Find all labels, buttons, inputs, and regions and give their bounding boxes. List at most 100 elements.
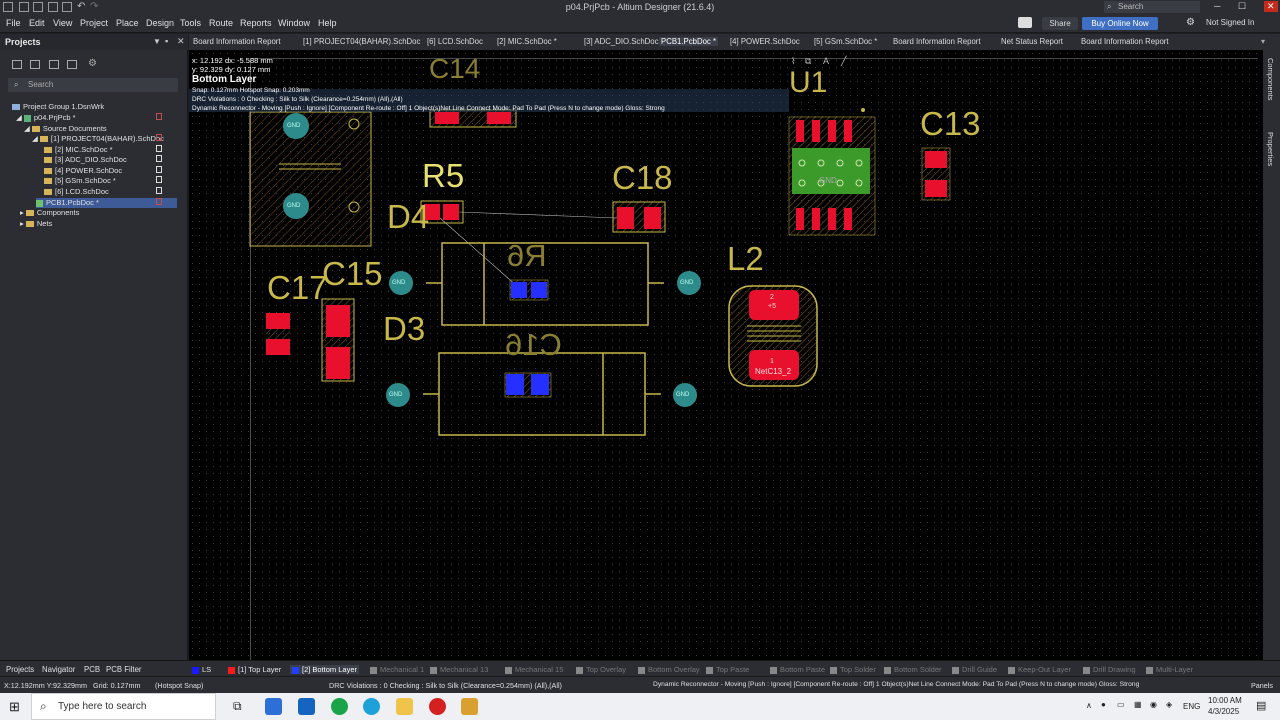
menu-file[interactable]: File bbox=[6, 18, 21, 28]
tab-gsm-schdoc[interactable]: [5] GSm.SchDoc * bbox=[814, 37, 878, 46]
layer-tab[interactable]: Top Solder bbox=[830, 665, 876, 674]
tab-power-schdoc[interactable]: [4] POWER.SchDoc bbox=[730, 37, 800, 46]
task-view-icon[interactable]: ⧉ bbox=[233, 699, 242, 713]
tab-project04-schdoc[interactable]: [1] PROJECT04(BAHAR).SchDoc bbox=[303, 37, 421, 46]
save-project-icon[interactable] bbox=[30, 60, 40, 69]
tree-doc[interactable]: [6] LCD.SchDoc bbox=[44, 187, 109, 197]
altium-icon[interactable] bbox=[461, 698, 478, 715]
footprint-c15[interactable] bbox=[321, 298, 355, 382]
taskbar-search-input[interactable]: ⌕ Type here to search bbox=[31, 693, 216, 720]
tab-navigator[interactable]: Navigator bbox=[42, 665, 76, 674]
close-button[interactable]: ✕ bbox=[1264, 1, 1278, 12]
designator-c14[interactable]: C14 bbox=[429, 53, 481, 84]
tab-mic-schdoc[interactable]: [2] MIC.SchDoc * bbox=[497, 37, 557, 46]
tab-lcd-schdoc[interactable]: [6] LCD.SchDoc bbox=[427, 37, 483, 46]
bus-route-icon[interactable]: ⧉ bbox=[805, 56, 812, 66]
tab-board-info-report[interactable]: Board Information Report bbox=[193, 37, 281, 46]
menu-project[interactable]: Project bbox=[80, 18, 109, 28]
layer-tab[interactable]: Drill Drawing bbox=[1083, 665, 1136, 674]
new-file-icon[interactable] bbox=[19, 2, 29, 12]
layer-tab[interactable]: Top Paste bbox=[706, 665, 749, 674]
chat-icon[interactable] bbox=[1018, 17, 1032, 28]
panel-menu-icon[interactable]: ▼ bbox=[153, 37, 161, 46]
expand-icon[interactable]: ◢ bbox=[16, 113, 22, 122]
gear-icon[interactable]: ⚙ bbox=[1186, 17, 1195, 28]
tab-net-status-report[interactable]: Net Status Report bbox=[1001, 37, 1063, 46]
tree-doc[interactable]: [4] POWER.SchDoc bbox=[44, 166, 122, 176]
global-search[interactable]: ⌕Search bbox=[1104, 1, 1200, 13]
mic-icon[interactable]: ● bbox=[1101, 700, 1106, 709]
tab-components-panel[interactable]: Components bbox=[1266, 58, 1275, 101]
panel-close-icon[interactable]: ✕ bbox=[177, 36, 185, 46]
tree-doc[interactable]: [2] MIC.SchDoc * bbox=[44, 145, 113, 155]
menu-help[interactable]: Help bbox=[318, 18, 337, 28]
open-icon[interactable] bbox=[62, 2, 72, 12]
redo-icon[interactable]: ↷ bbox=[90, 1, 99, 12]
tree-components[interactable]: ▸ Components bbox=[20, 208, 80, 217]
panels-button[interactable]: Panels bbox=[1251, 681, 1273, 690]
designator-r6[interactable]: R6 bbox=[507, 238, 547, 273]
footprint-c18[interactable] bbox=[612, 201, 666, 233]
layer-tab[interactable]: Mechanical 15 bbox=[505, 665, 563, 674]
minimize-button[interactable]: ─ bbox=[1214, 1, 1221, 11]
layer-tab[interactable]: Multi-Layer bbox=[1146, 665, 1193, 674]
layer-tab[interactable]: Mechanical 13 bbox=[430, 665, 488, 674]
open-project-icon[interactable] bbox=[49, 60, 59, 69]
interactive-route-icon[interactable]: ⌇ bbox=[791, 56, 796, 66]
tab-adc-dio-schdoc[interactable]: [3] ADC_DIO.SchDoc bbox=[584, 37, 659, 46]
designator-d3[interactable]: D3 bbox=[383, 310, 426, 347]
app-green-icon[interactable] bbox=[331, 698, 348, 715]
network-icon[interactable]: ▦ bbox=[1134, 700, 1142, 709]
expand-icon[interactable]: ◢ bbox=[32, 134, 38, 143]
tabs-overflow-icon[interactable]: ▾ bbox=[1261, 37, 1266, 46]
layer-tab[interactable]: Mechanical 1 bbox=[370, 665, 424, 674]
designator-d4[interactable]: D4 bbox=[387, 198, 430, 235]
designator-c15[interactable]: C15 bbox=[322, 255, 383, 292]
footprint-c14[interactable] bbox=[429, 109, 517, 128]
menu-route[interactable]: Route bbox=[209, 18, 234, 28]
layer-tab[interactable]: [1] Top Layer bbox=[228, 665, 281, 674]
save-all-icon[interactable] bbox=[48, 2, 58, 12]
footprint-c16[interactable] bbox=[386, 352, 697, 436]
place-text-icon[interactable]: A bbox=[823, 56, 830, 66]
designator-c18[interactable]: C18 bbox=[612, 159, 673, 196]
tree-pcb-doc[interactable]: PCB1.PcbDoc * bbox=[36, 198, 177, 208]
layer-tab[interactable]: Keep-Out Layer bbox=[1008, 665, 1071, 674]
tree-source-documents[interactable]: ◢ Source Documents bbox=[24, 124, 107, 133]
layer-tab[interactable]: Bottom Overlay bbox=[638, 665, 700, 674]
tree-project[interactable]: ◢ p04.PrjPcb * bbox=[16, 113, 76, 122]
layer-tab[interactable]: [2] Bottom Layer bbox=[290, 665, 360, 674]
tree-nets[interactable]: ▸ Nets bbox=[20, 219, 53, 228]
file-explorer-icon[interactable] bbox=[396, 698, 413, 715]
footprint-u1[interactable] bbox=[788, 108, 876, 236]
tab-board-info-report-2[interactable]: Board Information Report bbox=[893, 37, 981, 46]
place-line-icon[interactable]: ╱ bbox=[841, 56, 847, 66]
share-button[interactable]: Share bbox=[1042, 17, 1078, 30]
recorder-icon[interactable] bbox=[429, 698, 446, 715]
layer-tab[interactable]: Bottom Paste bbox=[770, 665, 825, 674]
designator-c16[interactable]: C16 bbox=[505, 327, 562, 362]
tab-projects[interactable]: Projects bbox=[6, 665, 35, 674]
start-icon[interactable]: ⊞ bbox=[9, 699, 20, 714]
designator-l2[interactable]: L2 bbox=[727, 240, 764, 277]
footprint-c13[interactable] bbox=[921, 147, 951, 201]
pcb-canvas[interactable]: C14 U1 C13 R5 C18 D4 L2 C17 C15 D3 R6 C1… bbox=[189, 50, 1263, 660]
menu-window[interactable]: Window bbox=[278, 18, 311, 28]
expand-icon[interactable]: ◢ bbox=[24, 124, 30, 133]
maximize-button[interactable]: ☐ bbox=[1238, 1, 1247, 11]
menu-view[interactable]: View bbox=[53, 18, 73, 28]
tab-pcb[interactable]: PCB bbox=[84, 665, 101, 674]
save-icon[interactable] bbox=[33, 2, 43, 12]
designator-r5[interactable]: R5 bbox=[422, 157, 465, 194]
footprint-r6[interactable] bbox=[389, 242, 701, 326]
tray-chevron-icon[interactable]: ∧ bbox=[1086, 701, 1092, 710]
panel-search-input[interactable]: ⌕ Search bbox=[8, 78, 178, 92]
workspace-icon[interactable] bbox=[12, 60, 22, 69]
layer-tab[interactable]: Bottom Solder bbox=[884, 665, 942, 674]
settings-icon[interactable]: ⚙ bbox=[88, 58, 97, 69]
menu-design[interactable]: Design bbox=[146, 18, 175, 28]
clock-date[interactable]: 4/3/2025 bbox=[1208, 707, 1240, 716]
volume-icon[interactable]: ◈ bbox=[1166, 700, 1173, 709]
designator-c13[interactable]: C13 bbox=[920, 105, 981, 142]
tab-pcb-filter[interactable]: PCB Filter bbox=[106, 665, 142, 674]
